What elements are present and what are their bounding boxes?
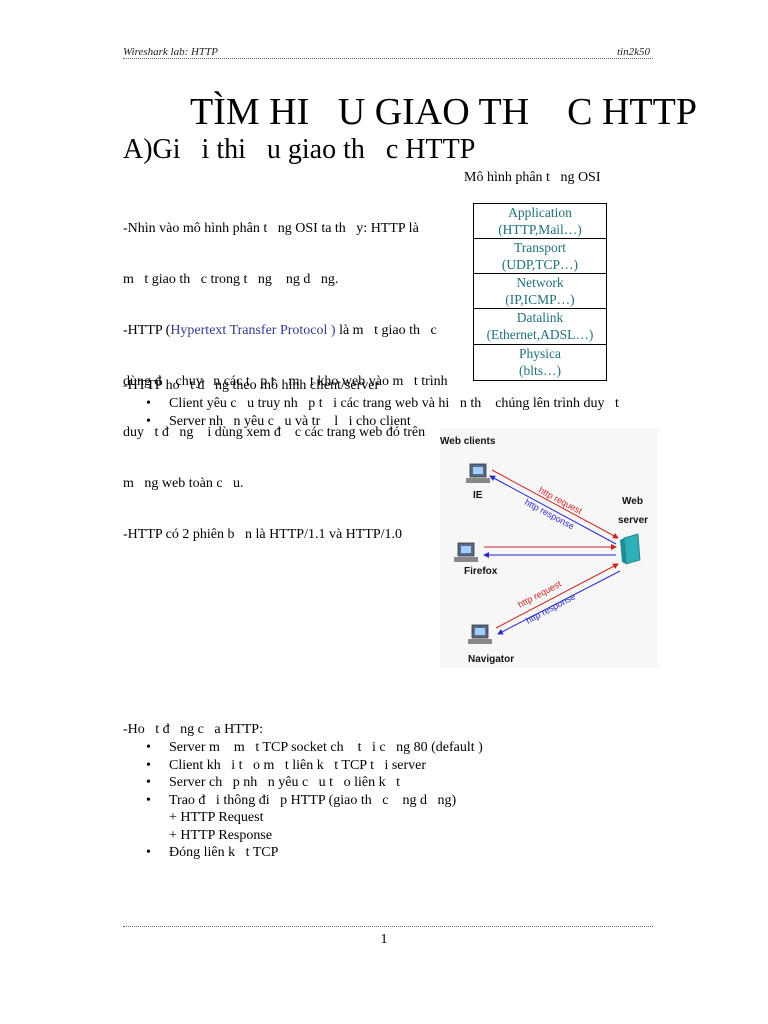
bullet-icon: • bbox=[146, 775, 151, 790]
osi-layer-detail: (IP,ICMP…) bbox=[505, 292, 575, 307]
osi-table: Application (HTTP,Mail…) Transport (UDP,… bbox=[473, 203, 607, 381]
list-item: • Server nh n yêu c u và tr l i cho clien… bbox=[123, 413, 619, 431]
page-title: TÌM HI U GIAO TH C HTTP bbox=[190, 91, 697, 133]
osi-layer-physical: Physica (blts…) bbox=[473, 344, 607, 381]
bullet-icon: • bbox=[146, 845, 151, 860]
navigator-response-arrow bbox=[497, 570, 621, 635]
client-label-firefox: Firefox bbox=[464, 566, 498, 577]
footer-rule bbox=[123, 926, 653, 927]
list-item: • Server m m t TCP socket ch t i c ng 80 … bbox=[123, 739, 483, 757]
bullet-icon: • bbox=[146, 413, 151, 429]
osi-layer-name: Application bbox=[508, 205, 572, 220]
client-label-ie: IE bbox=[473, 490, 483, 501]
client-server-list: • Client yêu c u truy nh p t i các trang … bbox=[123, 395, 619, 430]
osi-layer-transport: Transport (UDP,TCP…) bbox=[473, 238, 607, 274]
intro-line-3-suffix: là m t giao th c bbox=[335, 323, 437, 338]
operation-intro: -Ho t đ ng c a HTTP: bbox=[123, 722, 263, 737]
list-item-text: Client yêu c u truy nh p t i các trang w… bbox=[169, 396, 619, 411]
list-item: • Server ch p nh n yêu c u t o liên k t bbox=[123, 774, 483, 792]
navigator-computer-icon bbox=[468, 624, 492, 644]
list-item: • Client yêu c u truy nh p t i các trang … bbox=[123, 395, 619, 413]
sub-item-text: + HTTP Response bbox=[169, 827, 273, 843]
navigator-request-arrow bbox=[495, 563, 619, 629]
osi-layer-detail: (HTTP,Mail…) bbox=[498, 222, 582, 237]
section-title: A)Gi i thi u giao th c HTTP bbox=[123, 134, 476, 165]
sub-item-text: + HTTP Request bbox=[169, 810, 264, 825]
intro-line-7: -HTTP có 2 phiên b n là HTTP/1.1 và HTTP… bbox=[123, 527, 403, 542]
osi-layer-datalink: Datalink (Ethernet,ADSL…) bbox=[473, 308, 607, 345]
bullet-icon: • bbox=[146, 792, 151, 808]
client-label-navigator: Navigator bbox=[468, 654, 514, 665]
list-item-text: Server nh n yêu c u và tr l i cho client bbox=[169, 413, 411, 429]
list-item: • Trao đ i thông đi p HTTP (giao th c ng … bbox=[123, 792, 483, 810]
osi-caption: Mô hình phân t ng OSI bbox=[464, 170, 601, 185]
intro-line-2: m t giao th c trong t ng ng d ng. bbox=[123, 272, 339, 287]
diagram-title: Web clients bbox=[440, 436, 496, 447]
web-server-icon bbox=[620, 533, 641, 565]
bullet-icon: • bbox=[146, 740, 151, 755]
ie-request-arrow bbox=[491, 469, 619, 539]
osi-layer-application: Application (HTTP,Mail…) bbox=[473, 203, 607, 239]
osi-layer-network: Network (IP,ICMP…) bbox=[473, 273, 607, 309]
osi-layer-detail: (blts…) bbox=[519, 363, 561, 378]
web-clients-diagram: Web clients IE Firefox Navigator Web ser… bbox=[440, 428, 658, 668]
osi-layer-detail: (UDP,TCP…) bbox=[501, 257, 579, 272]
firefox-computer-icon bbox=[454, 542, 478, 562]
page-number: 1 bbox=[380, 932, 388, 947]
intro-line-4: dùng đ chuy n các t p t m t kho web vào … bbox=[123, 374, 448, 389]
list-item-text: Client kh i t o m t liên k t TCP t i ser… bbox=[169, 757, 427, 773]
osi-layer-name: Transport bbox=[513, 240, 566, 255]
osi-layer-name: Datalink bbox=[516, 310, 564, 325]
intro-line-3-prefix: -HTTP ( bbox=[123, 323, 171, 338]
intro-paragraph: -Nhìn vào mô hình phân t ng OSI ta th y:… bbox=[123, 186, 448, 560]
osi-layer-detail: (Ethernet,ADSL…) bbox=[486, 327, 594, 342]
list-item-text: Server m m t TCP socket ch t i c ng 80 (… bbox=[169, 740, 483, 755]
http-full-name: Hypertext Transfer Protocol ) bbox=[170, 323, 336, 338]
osi-layer-name: Physica bbox=[519, 346, 561, 361]
operation-list: • Server m m t TCP socket ch t i c ng 80 … bbox=[123, 739, 483, 862]
server-label-server: server bbox=[618, 515, 648, 526]
list-item-text: Server ch p nh n yêu c u t o liên k t bbox=[169, 775, 400, 790]
header-rule bbox=[123, 58, 653, 59]
bullet-icon: • bbox=[146, 396, 151, 411]
ie-response-arrow bbox=[489, 475, 617, 545]
osi-layer-name: Network bbox=[516, 275, 564, 290]
list-sub-item: + HTTP Request bbox=[123, 809, 483, 827]
list-item: • Client kh i t o m t liên k t TCP t i se… bbox=[123, 757, 483, 775]
bullet-icon: • bbox=[146, 757, 151, 773]
intro-line-6: m ng web toàn c u. bbox=[123, 476, 244, 491]
header-right: tin2k50 bbox=[617, 46, 650, 58]
header-left: Wireshark lab: HTTP bbox=[123, 46, 218, 58]
list-item: • Đóng liên k t TCP bbox=[123, 844, 483, 862]
list-item-text: Đóng liên k t TCP bbox=[169, 845, 279, 860]
server-label-web: Web bbox=[622, 496, 643, 507]
client-server-intro: -HTTP ho t đ ng theo mô hình client/serv… bbox=[123, 378, 380, 393]
intro-line-1: -Nhìn vào mô hình phân t ng OSI ta th y:… bbox=[123, 221, 419, 236]
list-sub-item: + HTTP Response bbox=[123, 827, 483, 845]
list-item-text: Trao đ i thông đi p HTTP (giao th c ng d… bbox=[169, 792, 457, 808]
intro-line-3: -HTTP (Hypertext Transfer Protocol ) là … bbox=[123, 322, 448, 339]
intro-line-5: duy t đ ng i dùng xem đ c các trang web … bbox=[123, 425, 426, 440]
ie-computer-icon bbox=[466, 463, 490, 483]
